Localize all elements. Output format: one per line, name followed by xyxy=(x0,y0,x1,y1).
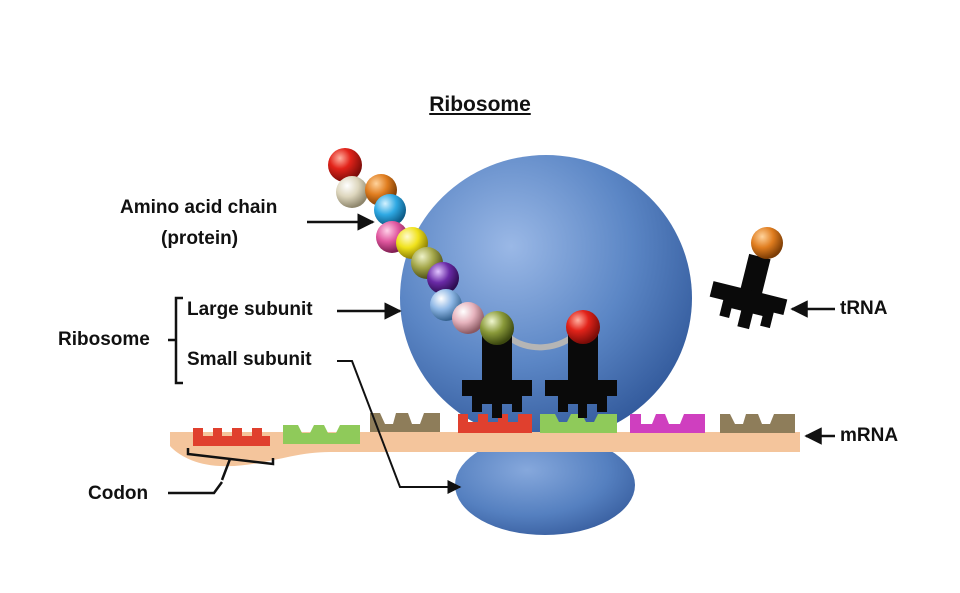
codon-green-1 xyxy=(283,425,360,444)
mrna-label: mRNA xyxy=(840,425,899,446)
small-subunit-label: Small subunit xyxy=(187,349,312,370)
amino-acid-bead xyxy=(374,194,406,226)
amino-acid-chain-sub-label: (protein) xyxy=(161,228,239,249)
codon-arrow xyxy=(168,481,224,495)
small-subunit-arrow xyxy=(337,360,462,494)
codon-red-2 xyxy=(458,414,532,433)
ribosome-bracket xyxy=(168,296,183,385)
amino-acid-bead xyxy=(336,176,368,208)
trna-label: tRNA xyxy=(840,298,888,319)
trna-free xyxy=(709,253,788,330)
codon-label: Codon xyxy=(88,483,149,504)
ribosome-label: Ribosome xyxy=(58,329,150,350)
amino-acid-bead xyxy=(452,302,484,334)
codon-bracket xyxy=(186,448,275,481)
large-subunit xyxy=(400,155,692,441)
amino-acid-bead xyxy=(328,148,362,182)
codon-red xyxy=(193,428,270,446)
page-title: Ribosome xyxy=(429,93,531,116)
amino-acid-bead xyxy=(427,262,459,294)
trna-right xyxy=(545,335,617,418)
small-subunit xyxy=(455,435,635,535)
large-subunit-label: Large subunit xyxy=(187,299,313,320)
amino-acid-bead xyxy=(566,310,600,344)
trna-left xyxy=(462,335,532,418)
codon-brown-2 xyxy=(720,414,795,433)
amino-acid-chain-label: Amino acid chain xyxy=(120,197,278,218)
codon-green-2 xyxy=(540,414,617,433)
codon-magenta xyxy=(630,414,705,433)
amino-acid-bead xyxy=(751,227,783,259)
amino-acid-bead xyxy=(480,311,514,345)
codon-brown-1 xyxy=(370,413,440,432)
